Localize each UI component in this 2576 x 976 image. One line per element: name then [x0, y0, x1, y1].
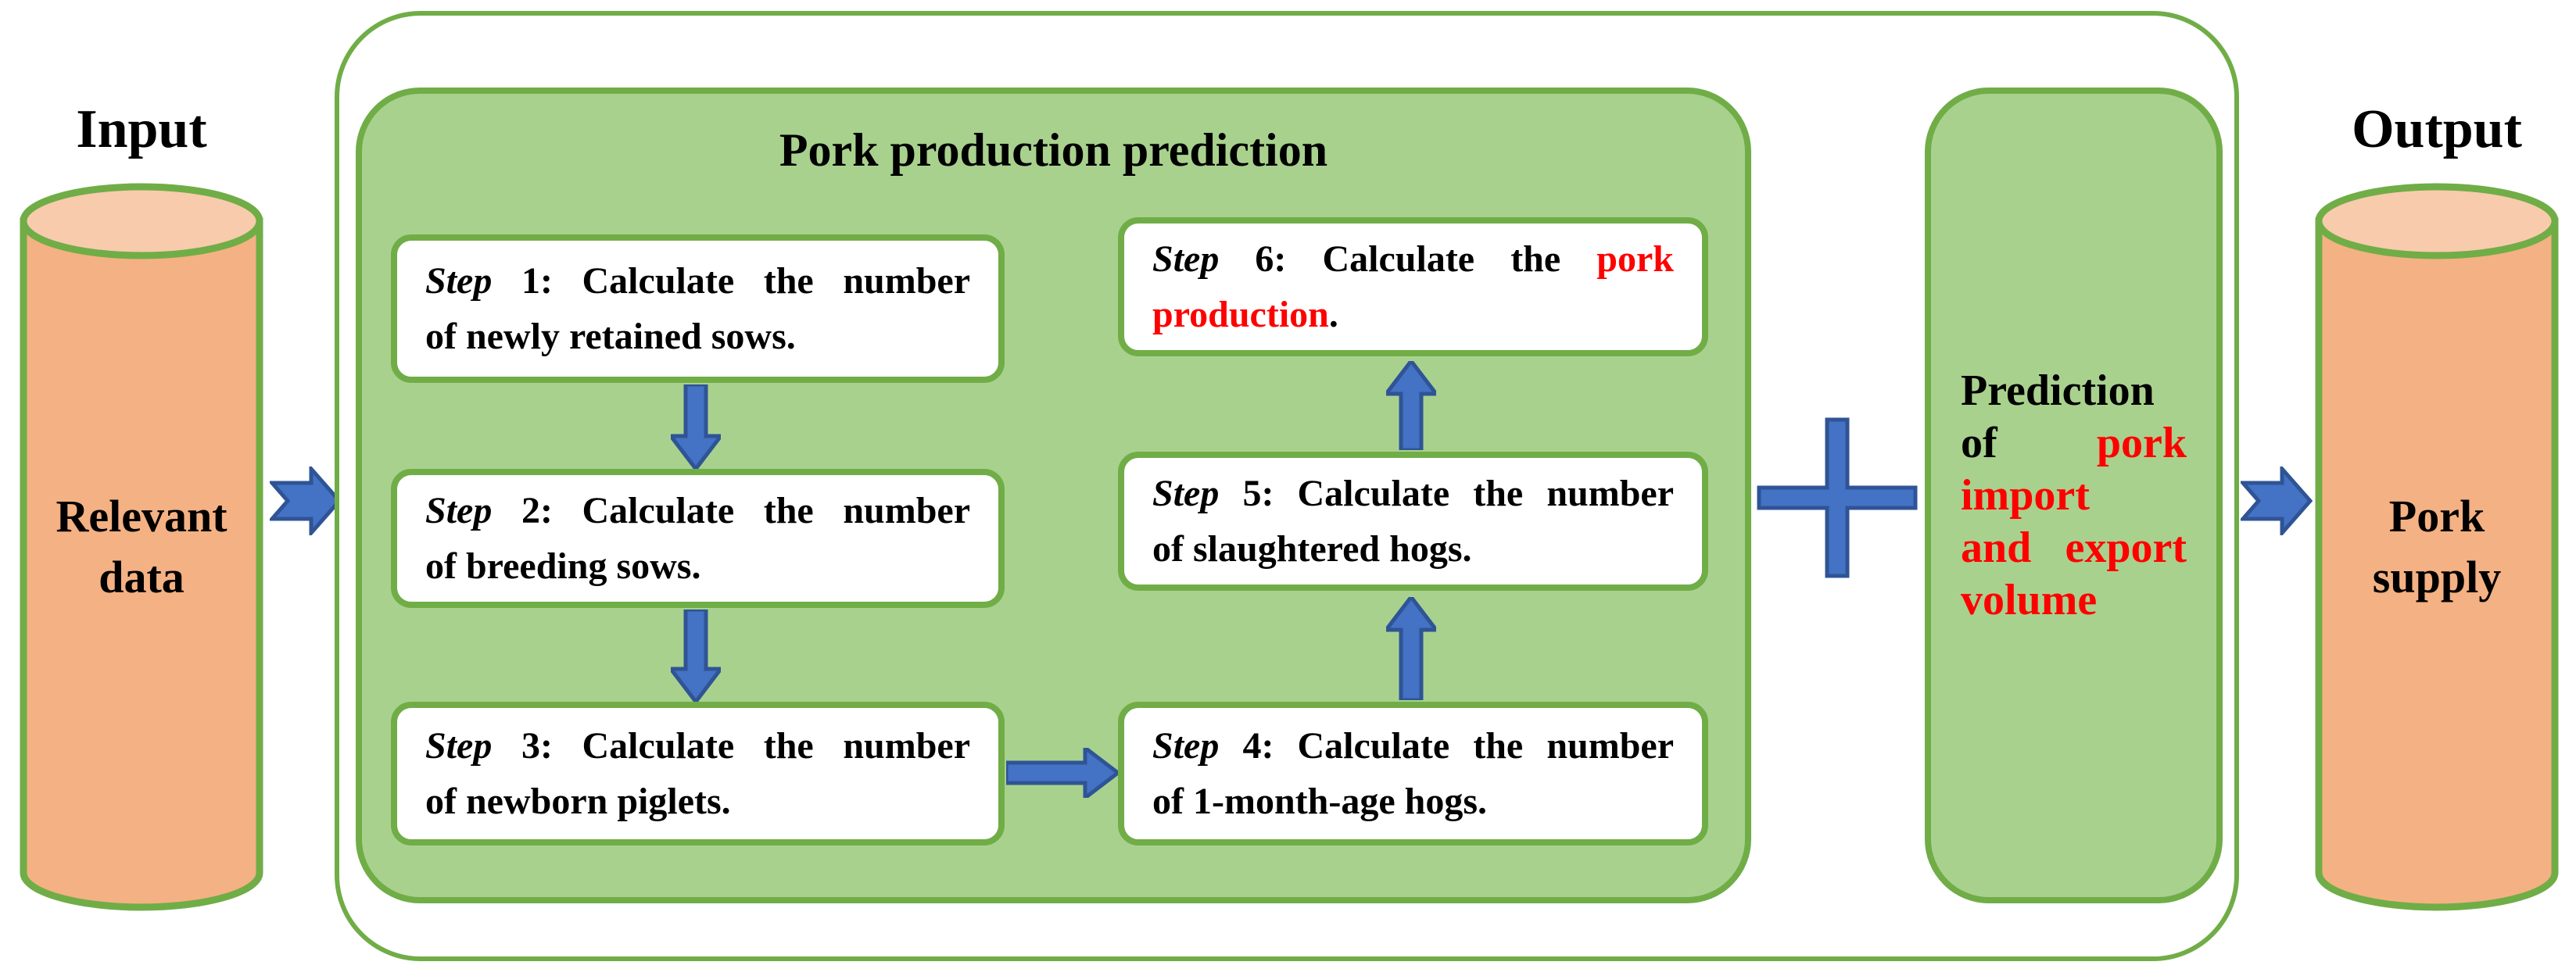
output-label: Output [2352, 99, 2522, 159]
import-export-panel: Prediction of pork import and export vol… [1925, 88, 2223, 903]
step-text-word: number [843, 260, 970, 302]
step-word: Step [425, 490, 493, 531]
step-1-line1: Step 1: Calculate the number [425, 259, 970, 302]
import-export-line2: of pork [1961, 417, 2187, 470]
step-text-word: the [763, 260, 814, 302]
step-word: Step [425, 260, 493, 302]
import-export-word: of [1961, 418, 1997, 467]
step-text-word: the [763, 725, 814, 767]
import-export-word-red: export [2065, 523, 2187, 572]
step-6-line2-red: production [1152, 294, 1329, 335]
step-word: Step [425, 725, 493, 767]
step-number: 1: [521, 260, 553, 302]
input-cylinder [20, 183, 263, 911]
step-2-line2: of breeding sows. [425, 545, 701, 587]
step-number: 4: [1242, 725, 1274, 767]
step-6-line1: Step 6: Calculate the pork [1152, 238, 1674, 281]
step-text-word: number [843, 725, 970, 767]
step-text-word: number [1546, 725, 1674, 767]
step-4-line2: of 1-month-age hogs. [1152, 781, 1487, 822]
import-export-word-red: pork [2096, 418, 2187, 467]
step-6-box: Step 6: Calculate the pork production. [1118, 217, 1708, 356]
step-text-word: Calculate [1297, 725, 1450, 767]
step-5-line1: Step 5: Calculate the number [1152, 472, 1674, 515]
import-export-line3: import [1961, 470, 2090, 520]
input-label: Input [76, 99, 207, 159]
arrow-down-icon [671, 384, 721, 469]
step-text-word: the [1510, 238, 1561, 280]
step-word: Step [1152, 473, 1220, 514]
output-cylinder [2315, 183, 2559, 911]
arrow-right-icon [2241, 467, 2313, 535]
step-1-line2: of newly retained sows. [425, 316, 796, 357]
output-cylinder-text: Pork supply [2311, 180, 2563, 914]
step-1-box: Step 1: Calculate the number of newly re… [391, 234, 1005, 383]
output-cylinder-line1: Pork [2388, 491, 2485, 542]
plus-icon [1757, 417, 1918, 578]
arrow-down-icon [671, 610, 721, 702]
step-3-line2: of newborn piglets. [425, 781, 731, 822]
step-text-word: Calculate [582, 725, 735, 767]
step-2-box: Step 2: Calculate the number of breeding… [391, 469, 1005, 608]
input-cylinder-line1: Relevant [56, 491, 228, 542]
step-text-word-red: pork [1596, 238, 1674, 280]
step-2-line1: Step 2: Calculate the number [425, 489, 970, 532]
pork-production-title: Pork production prediction [779, 124, 1328, 176]
step-number: 2: [521, 490, 553, 531]
input-cylinder-line2: data [99, 552, 185, 602]
step-4-box: Step 4: Calculate the number of 1-month-… [1118, 702, 1708, 846]
step-text-word: Calculate [582, 490, 735, 531]
step-word: Step [1152, 238, 1220, 280]
step-4-line1: Step 4: Calculate the number [1152, 724, 1674, 767]
step-text-word: number [1546, 473, 1674, 514]
step-text-word: Calculate [1322, 238, 1475, 280]
arrow-up-icon [1386, 361, 1436, 450]
step-6-line2-period: . [1328, 294, 1338, 335]
arrow-up-icon [1386, 597, 1436, 700]
import-export-line4: and export [1961, 522, 2187, 574]
step-text-word: Calculate [582, 260, 735, 302]
input-cylinder-text: Relevant data [16, 180, 267, 914]
step-3-box: Step 3: Calculate the number of newborn … [391, 702, 1005, 846]
step-6-line2: production. [1152, 293, 1674, 336]
step-text-word: the [1473, 473, 1524, 514]
step-5-line2: of slaughtered hogs. [1152, 528, 1472, 570]
import-export-word-red: and [1961, 523, 2032, 572]
step-number: 6: [1255, 238, 1287, 280]
step-5-box: Step 5: Calculate the number of slaughte… [1118, 452, 1708, 591]
arrow-right-icon [270, 467, 342, 535]
import-export-line5: volume [1961, 575, 2098, 624]
step-text-word: Calculate [1297, 473, 1450, 514]
step-text-word: the [1473, 725, 1524, 767]
arrow-right-icon [1006, 748, 1118, 798]
import-export-line1: Prediction [1961, 366, 2155, 415]
step-word: Step [1152, 725, 1220, 767]
step-number: 3: [521, 725, 553, 767]
step-number: 5: [1242, 473, 1274, 514]
step-3-line1: Step 3: Calculate the number [425, 724, 970, 767]
step-text-word: number [843, 490, 970, 531]
output-cylinder-line2: supply [2372, 552, 2502, 602]
step-text-word: the [763, 490, 814, 531]
